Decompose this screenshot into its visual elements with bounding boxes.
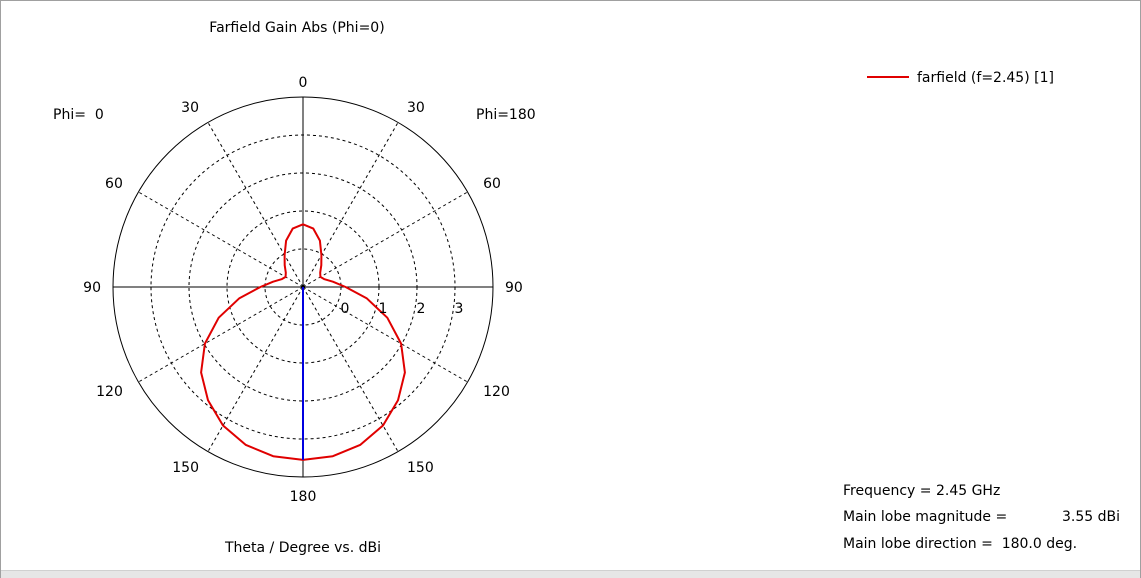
spoke-120-left <box>138 286 304 383</box>
angle-label-120-left: 120 <box>96 384 123 400</box>
angle-label-60-left: 60 <box>105 176 123 192</box>
x-axis-label: Theta / Degree vs. dBi <box>224 540 381 556</box>
frequency-readout: Frequency = 2.45 GHz <box>843 483 1001 499</box>
spoke-150-right <box>302 286 399 452</box>
phi-left-label: Phi= 0 <box>53 107 104 123</box>
angle-label-0: 0 <box>299 75 308 91</box>
angle-label-150-right: 150 <box>407 460 434 476</box>
phi-right-label: Phi=180 <box>476 107 536 123</box>
angle-label-60-right: 60 <box>483 176 501 192</box>
spoke-30-right <box>302 122 399 288</box>
status-strip <box>1 570 1140 578</box>
polar-labels: 0 30 30 60 60 90 90 120 120 150 150 180 0 1 2 3 <box>83 75 523 505</box>
chart-title: Farfield Gain Abs (Phi=0) <box>209 20 384 36</box>
spoke-30-left <box>207 122 304 288</box>
radial-tick-1: 1 <box>379 301 388 317</box>
radial-tick-2: 2 <box>417 301 426 317</box>
angle-label-30-right: 30 <box>407 100 425 116</box>
polar-grid <box>112 96 494 478</box>
angle-label-90-right: 90 <box>505 280 523 296</box>
angle-label-180: 180 <box>290 489 317 505</box>
spoke-60-left <box>138 191 304 288</box>
radial-tick-3: 3 <box>455 301 464 317</box>
spoke-60-right <box>302 191 468 288</box>
legend-entry: farfield (f=2.45) [1] <box>917 70 1054 86</box>
angle-label-90-left: 90 <box>83 280 101 296</box>
angle-label-120-right: 120 <box>483 384 510 400</box>
gain-curve-group <box>200 223 406 461</box>
angle-label-30-left: 30 <box>181 100 199 116</box>
main-lobe-magnitude-label: Main lobe magnitude = <box>843 509 1008 525</box>
spoke-150-left <box>207 286 304 452</box>
radial-tick-0: 0 <box>341 301 350 317</box>
angle-label-150-left: 150 <box>172 460 199 476</box>
main-lobe-magnitude-value: 3.55 dBi <box>1062 509 1121 525</box>
legend: farfield (f=2.45) [1] <box>867 70 1054 86</box>
spoke-120-right <box>302 286 468 383</box>
main-lobe-direction-readout: Main lobe direction = 180.0 deg. <box>843 536 1078 552</box>
